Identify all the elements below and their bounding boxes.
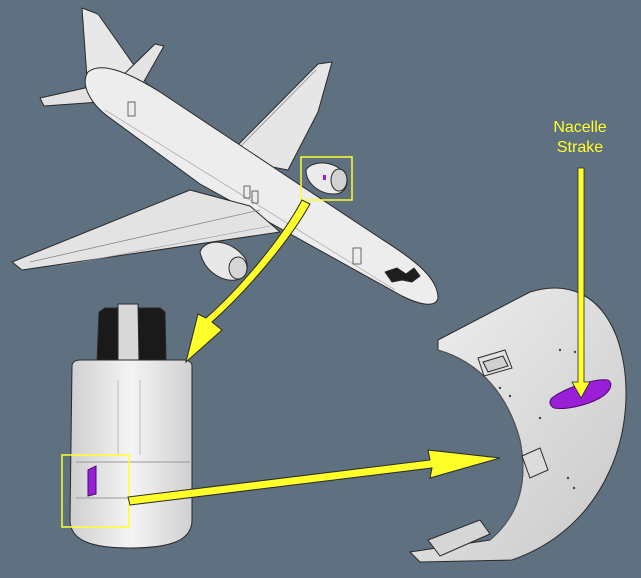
aircraft-strake-marker — [323, 175, 326, 180]
strake-highlight-box — [61, 454, 130, 528]
aircraft-upper-engine — [305, 162, 348, 195]
callout-line-1: Nacelle — [553, 119, 607, 136]
aircraft-cockpit-windows — [384, 267, 421, 283]
aircraft — [11, 7, 439, 305]
cowl-panel — [408, 287, 627, 563]
aircraft-lower-engine — [199, 241, 248, 281]
arrow-aircraft-to-nacelle — [185, 199, 311, 364]
arrow-callout-to-strake — [571, 167, 591, 399]
arrow-nacelle-to-panel — [127, 449, 501, 506]
callout-line-2: Strake — [556, 139, 604, 156]
cowl-panel-body — [408, 287, 627, 563]
aircraft-door — [127, 101, 136, 117]
aircraft-door — [352, 247, 362, 265]
aircraft-fuselage — [84, 67, 439, 305]
aircraft-door — [243, 185, 251, 199]
nacelle-body — [69, 359, 193, 549]
nacelle-strake-label: Nacelle Strake — [530, 118, 630, 158]
aircraft-lower-wing — [11, 189, 281, 271]
engine-highlight-box — [300, 156, 353, 201]
cowl-access-panel — [521, 447, 549, 479]
nacelle-side-view — [69, 303, 193, 549]
nacelle-strake — [87, 465, 97, 497]
aircraft-door — [251, 190, 259, 204]
aircraft-upper-wing — [224, 61, 333, 171]
